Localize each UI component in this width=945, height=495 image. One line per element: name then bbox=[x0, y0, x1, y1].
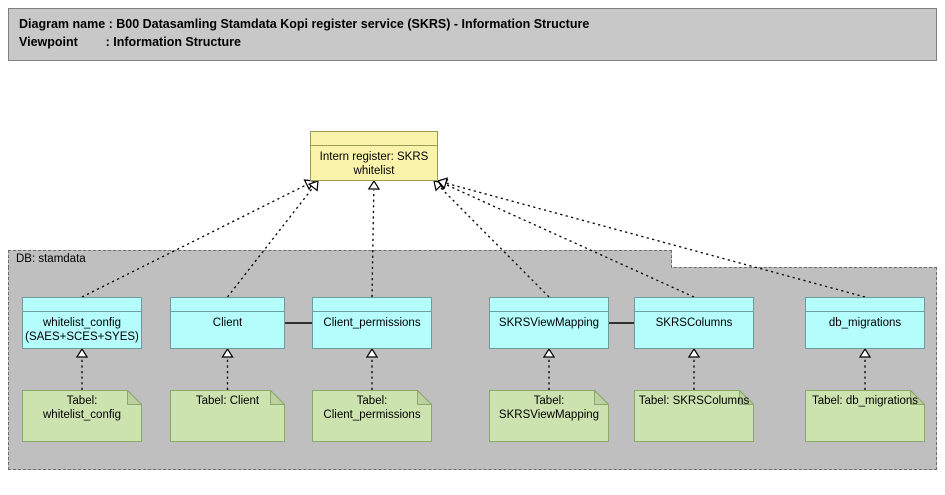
node-label: SKRSColumns bbox=[655, 317, 733, 329]
note-shape bbox=[170, 390, 285, 442]
entity-whitelist-config[interactable]: whitelist_config (SAES+SCES+SYES) bbox=[22, 297, 142, 349]
node-header-band bbox=[311, 132, 437, 146]
note-shape bbox=[312, 390, 432, 442]
realization-client-permissions-to-intern-register-skrs-whitelist bbox=[371, 189, 375, 298]
entity-skrsviewmapping[interactable]: SKRSViewMapping bbox=[489, 297, 609, 349]
note-shape bbox=[805, 390, 925, 442]
node-header-band bbox=[806, 298, 924, 312]
table-note-tabel-skrsviewmapping[interactable]: Tabel: SKRSViewMapping bbox=[489, 390, 609, 442]
note-shape bbox=[22, 390, 142, 442]
note-label: Tabel: db_migrations bbox=[811, 395, 919, 407]
note-label: Tabel: whitelist_config bbox=[43, 395, 121, 421]
table-note-tabel-db-migrations[interactable]: Tabel: db_migrations bbox=[805, 390, 925, 442]
node-label: Client_permissions bbox=[323, 317, 421, 329]
table-note-tabel-client[interactable]: Tabel: Client bbox=[170, 390, 285, 442]
node-label: whitelist_config (SAES+SCES+SYES) bbox=[25, 317, 139, 343]
table-note-tabel-client-permissions[interactable]: Tabel: Client_permissions bbox=[312, 390, 432, 442]
viewpoint-line: Viewpoint : Information Structure bbox=[19, 35, 242, 49]
node-label: SKRSViewMapping bbox=[498, 317, 600, 329]
node-header-band bbox=[635, 298, 753, 312]
realization-skrsviewmapping-to-intern-register-skrs-whitelist bbox=[439, 186, 550, 298]
table-note-tabel-skrscolumns[interactable]: Tabel: SKRSColumns bbox=[634, 390, 754, 442]
node-header-band bbox=[490, 298, 608, 312]
entity-skrscolumns[interactable]: SKRSColumns bbox=[634, 297, 754, 349]
node-header-band bbox=[313, 298, 431, 312]
node-label: db_migrations bbox=[828, 317, 902, 329]
realization-client-to-intern-register-skrs-whitelist bbox=[226, 187, 314, 298]
entity-client-permissions[interactable]: Client_permissions bbox=[312, 297, 432, 349]
note-shape bbox=[489, 390, 609, 442]
realization-skrscolumns-to-intern-register-skrs-whitelist bbox=[445, 184, 695, 298]
note-label: Tabel: Client bbox=[195, 395, 260, 407]
node-body: Client_permissions bbox=[313, 312, 431, 348]
group-db-stamdata-label: DB: stamdata bbox=[16, 253, 86, 265]
node-label: Client bbox=[212, 317, 243, 329]
node-header-band bbox=[23, 298, 141, 312]
note-label: Tabel: SKRSColumns bbox=[638, 395, 750, 407]
node-body: SKRSViewMapping bbox=[490, 312, 608, 348]
node-label: Intern register: SKRS whitelist bbox=[319, 151, 429, 177]
node-body: SKRSColumns bbox=[635, 312, 753, 348]
entity-db-migrations[interactable]: db_migrations bbox=[805, 297, 925, 349]
entity-client[interactable]: Client bbox=[170, 297, 285, 349]
note-shape bbox=[634, 390, 754, 442]
realization-db-migrations-to-intern-register-skrs-whitelist bbox=[446, 182, 866, 298]
node-header-band bbox=[171, 298, 284, 312]
node-body: db_migrations bbox=[806, 312, 924, 348]
note-label: Tabel: Client_permissions bbox=[323, 395, 421, 421]
node-body: Client bbox=[171, 312, 284, 348]
node-body: Intern register: SKRS whitelist bbox=[311, 146, 437, 180]
group-db-stamdata-body bbox=[8, 267, 937, 470]
diagram-title-block: Diagram name : B00 Datasamling Stamdata … bbox=[8, 8, 937, 61]
diagram-name-line: Diagram name : B00 Datasamling Stamdata … bbox=[19, 17, 590, 31]
data-object-intern-register-skrs-whitelist[interactable]: Intern register: SKRS whitelist bbox=[310, 131, 438, 181]
node-body: whitelist_config (SAES+SCES+SYES) bbox=[23, 312, 141, 348]
realization-whitelist-config-to-intern-register-skrs-whitelist bbox=[81, 184, 307, 298]
table-note-tabel-whitelist-config[interactable]: Tabel: whitelist_config bbox=[22, 390, 142, 442]
group-db-stamdata-tab bbox=[8, 250, 672, 268]
note-label: Tabel: SKRSViewMapping bbox=[498, 395, 600, 421]
